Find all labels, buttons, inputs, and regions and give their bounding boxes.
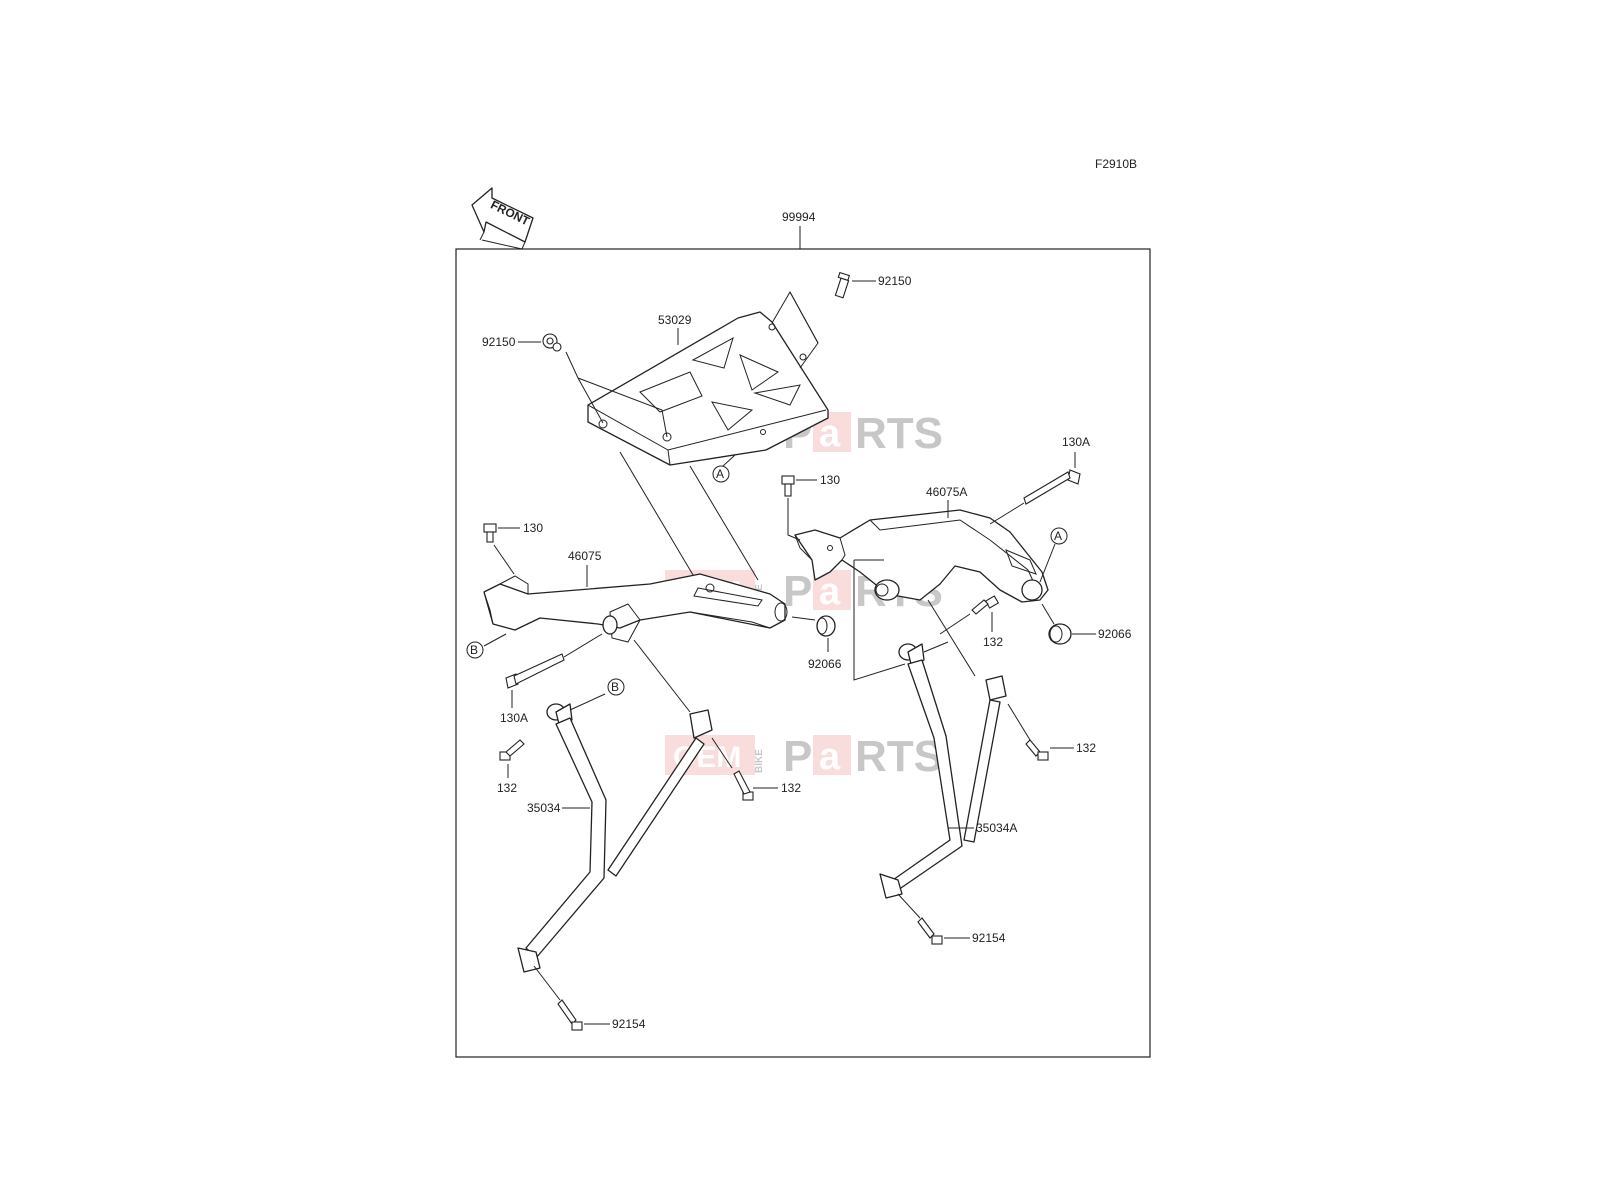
screw-92150-top bbox=[834, 271, 851, 299]
label-46075: 46075 bbox=[568, 549, 602, 563]
label-53029: 53029 bbox=[658, 313, 692, 327]
label-92066-right: 92066 bbox=[1098, 627, 1132, 641]
bolt-130-left bbox=[483, 523, 497, 543]
bolt-92154-left bbox=[557, 999, 583, 1031]
bolt-130-mid bbox=[781, 475, 795, 497]
label-132-left: 132 bbox=[497, 781, 517, 795]
svg-text:B: B bbox=[611, 680, 619, 694]
label-130-left: 130 bbox=[523, 521, 543, 535]
bolt-132-right bbox=[1007, 703, 1049, 761]
bolt-130a-right bbox=[1023, 469, 1081, 505]
label-92150-top: 92150 bbox=[878, 274, 912, 288]
svg-text:a: a bbox=[819, 571, 841, 613]
label-92154-right: 92154 bbox=[972, 931, 1006, 945]
label-92150-left: 92150 bbox=[482, 335, 516, 349]
grommet-92066-right bbox=[1048, 623, 1072, 645]
bracket-46075a-right bbox=[794, 509, 1049, 603]
diagram-code: F2910B bbox=[1095, 157, 1137, 171]
callout-b-bracket: B bbox=[466, 633, 507, 659]
bolt-132-right-top bbox=[971, 595, 1000, 615]
stay-35034-left bbox=[517, 703, 713, 973]
front-arrow-icon: FRONT bbox=[471, 187, 534, 250]
nut-92150-left bbox=[542, 333, 562, 352]
label-92154-left: 92154 bbox=[612, 1017, 646, 1031]
label-130a-left: 130A bbox=[500, 711, 528, 725]
svg-text:a: a bbox=[819, 736, 841, 778]
svg-text:A: A bbox=[1054, 529, 1062, 543]
bolt-130a-left bbox=[505, 653, 565, 689]
label-92066-mid: 92066 bbox=[808, 657, 842, 671]
svg-text:P: P bbox=[783, 567, 812, 616]
svg-text:B: B bbox=[470, 643, 478, 657]
svg-text:BIKE: BIKE bbox=[754, 749, 765, 773]
bolt-132-mid bbox=[733, 770, 754, 801]
bolt-92154-right bbox=[917, 917, 943, 945]
grommet-92066-mid bbox=[816, 615, 836, 637]
bracket-46075-left bbox=[483, 573, 788, 643]
label-130-mid: 130 bbox=[820, 473, 840, 487]
callout-a-bracket: A bbox=[1039, 527, 1068, 583]
label-35034a: 35034A bbox=[976, 821, 1017, 835]
stay-35034a-right bbox=[879, 643, 1007, 899]
svg-text:P: P bbox=[783, 732, 812, 781]
carrier-plate-53029 bbox=[587, 311, 829, 466]
bolt-132-left bbox=[499, 739, 525, 761]
label-132-right: 132 bbox=[1076, 741, 1096, 755]
label-132-right-top: 132 bbox=[983, 635, 1003, 649]
assembly-number: 99994 bbox=[782, 210, 816, 224]
label-130a-right: 130A bbox=[1062, 435, 1090, 449]
assembly-frame bbox=[455, 248, 1151, 1058]
svg-text:a: a bbox=[819, 413, 841, 455]
label-132-mid: 132 bbox=[781, 781, 801, 795]
callout-b-stay: B bbox=[607, 678, 625, 696]
svg-text:RTS: RTS bbox=[855, 409, 943, 458]
label-35034: 35034 bbox=[527, 801, 561, 815]
svg-text:A: A bbox=[716, 467, 724, 481]
svg-text:RTS: RTS bbox=[855, 732, 943, 781]
callout-a-plate: A bbox=[712, 454, 736, 483]
label-46075a: 46075A bbox=[926, 485, 967, 499]
